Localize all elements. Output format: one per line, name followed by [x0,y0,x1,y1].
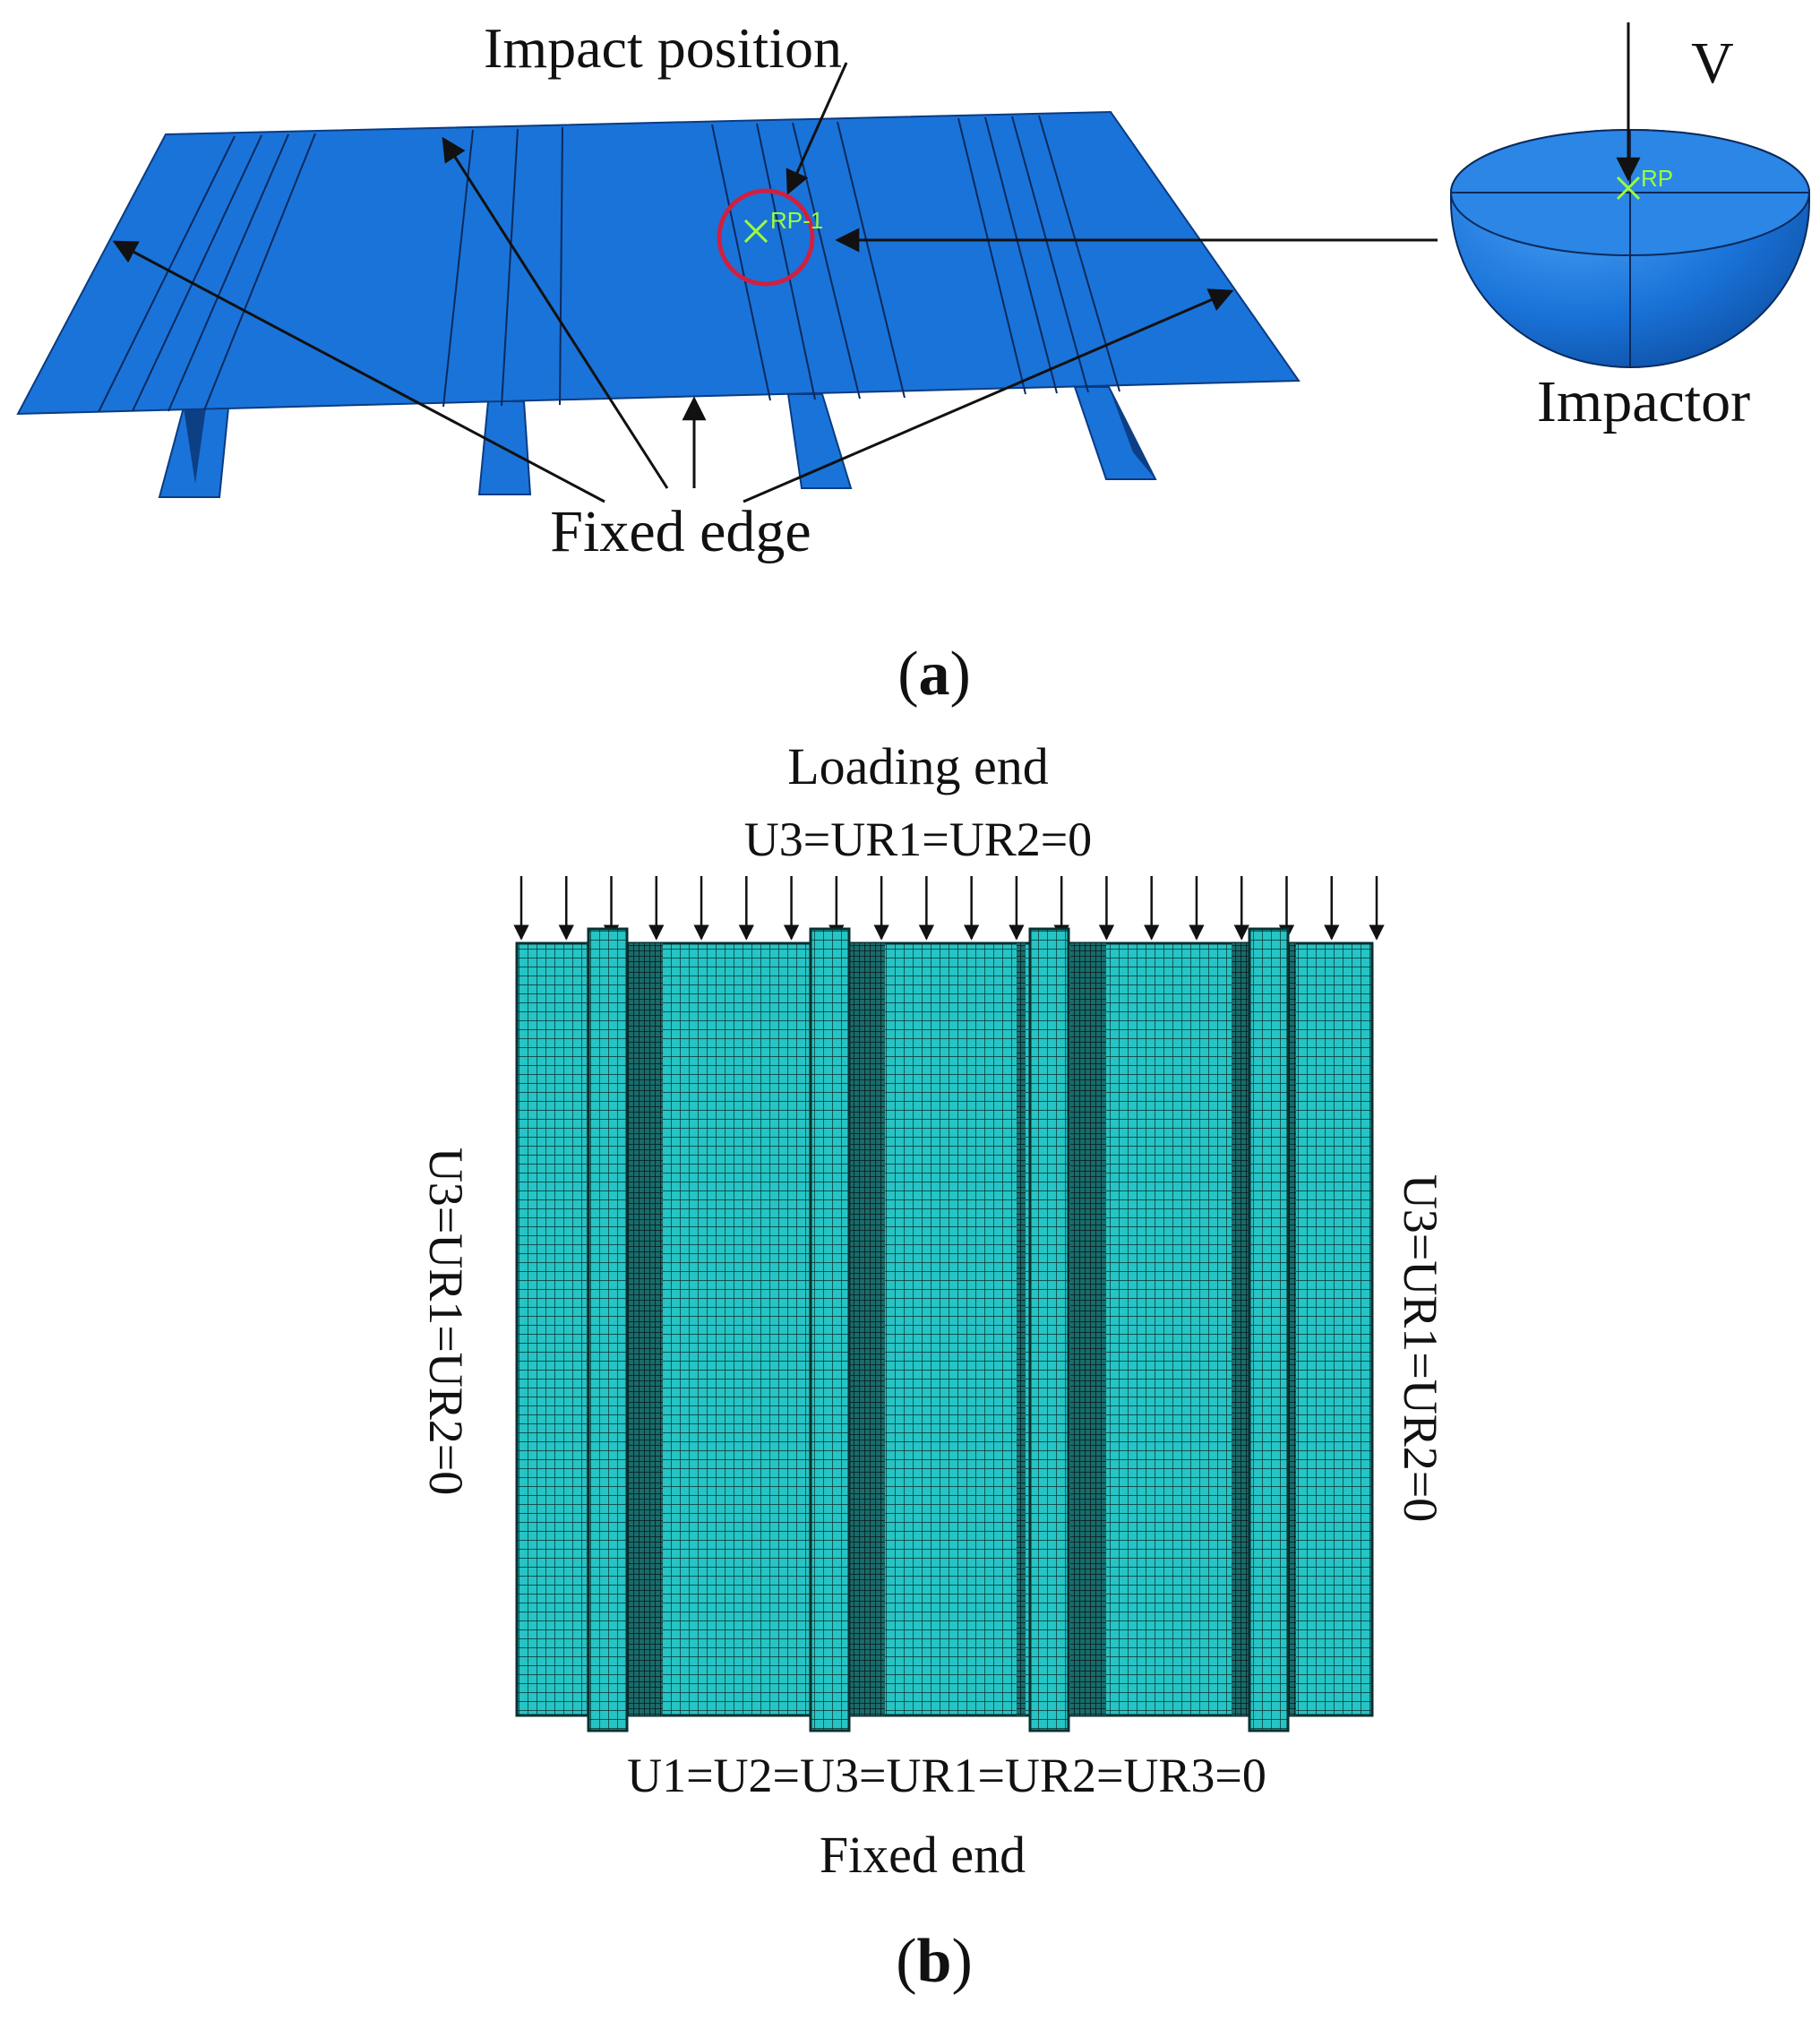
stiffener-flange-1 [587,927,629,1732]
stiffener-leg-1-shade [184,408,206,484]
panel-b-letter: b [917,1927,952,1996]
right-boundary-condition: U3=UR1=UR2=0 [1394,1174,1447,1522]
impact-position-label: Impact position [484,16,842,80]
impactor-hemisphere [1450,129,1810,368]
bottom-boundary-condition: U1=U2=U3=UR1=UR2=UR3=0 [627,1749,1266,1802]
rp1-label: RP-1 [770,207,823,234]
fixed-edge-arrows [112,136,1234,503]
stiffener-leg-3 [786,393,853,489]
impact-position-circle [717,188,815,287]
impact-position-arrow [786,62,848,195]
fixed-edge-arrow-2 [442,136,669,489]
stiffener-leg-4-shade [1109,387,1155,479]
top-boundary-condition: U3=UR1=UR2=0 [744,812,1092,866]
panel-b-caption: (b) [896,1927,973,1996]
panel-b: Loading end U3=UR1=UR2=0 U3=UR1=UR2=0 U [419,737,1447,1996]
panel-a: RP-1 Impact position RP V Impactor [16,16,1810,709]
panel-a-caption: (a) [897,640,971,709]
rp1-marker [743,219,768,244]
left-boundary-condition: U3=UR1=UR2=0 [419,1148,473,1495]
stiffener-flange-3 [1028,927,1070,1732]
velocity-label: V [1691,30,1734,96]
fixed-end-label: Fixed end [820,1826,1026,1884]
fixed-edge-arrow-1 [112,240,605,503]
rp-label: RP [1641,165,1673,192]
loading-end-label: Loading end [787,737,1049,795]
stiffener-flange-4 [1248,927,1290,1732]
stiffener-flange-2 [809,927,851,1732]
stiffener-flanges [587,927,1290,1732]
impactor-label: Impactor [1537,369,1750,434]
fixed-edge-label: Fixed edge [550,499,811,564]
fixed-edge-arrow-4 [743,288,1234,503]
stiffened-plate [16,110,1301,416]
panel-a-letter: a [919,640,950,709]
